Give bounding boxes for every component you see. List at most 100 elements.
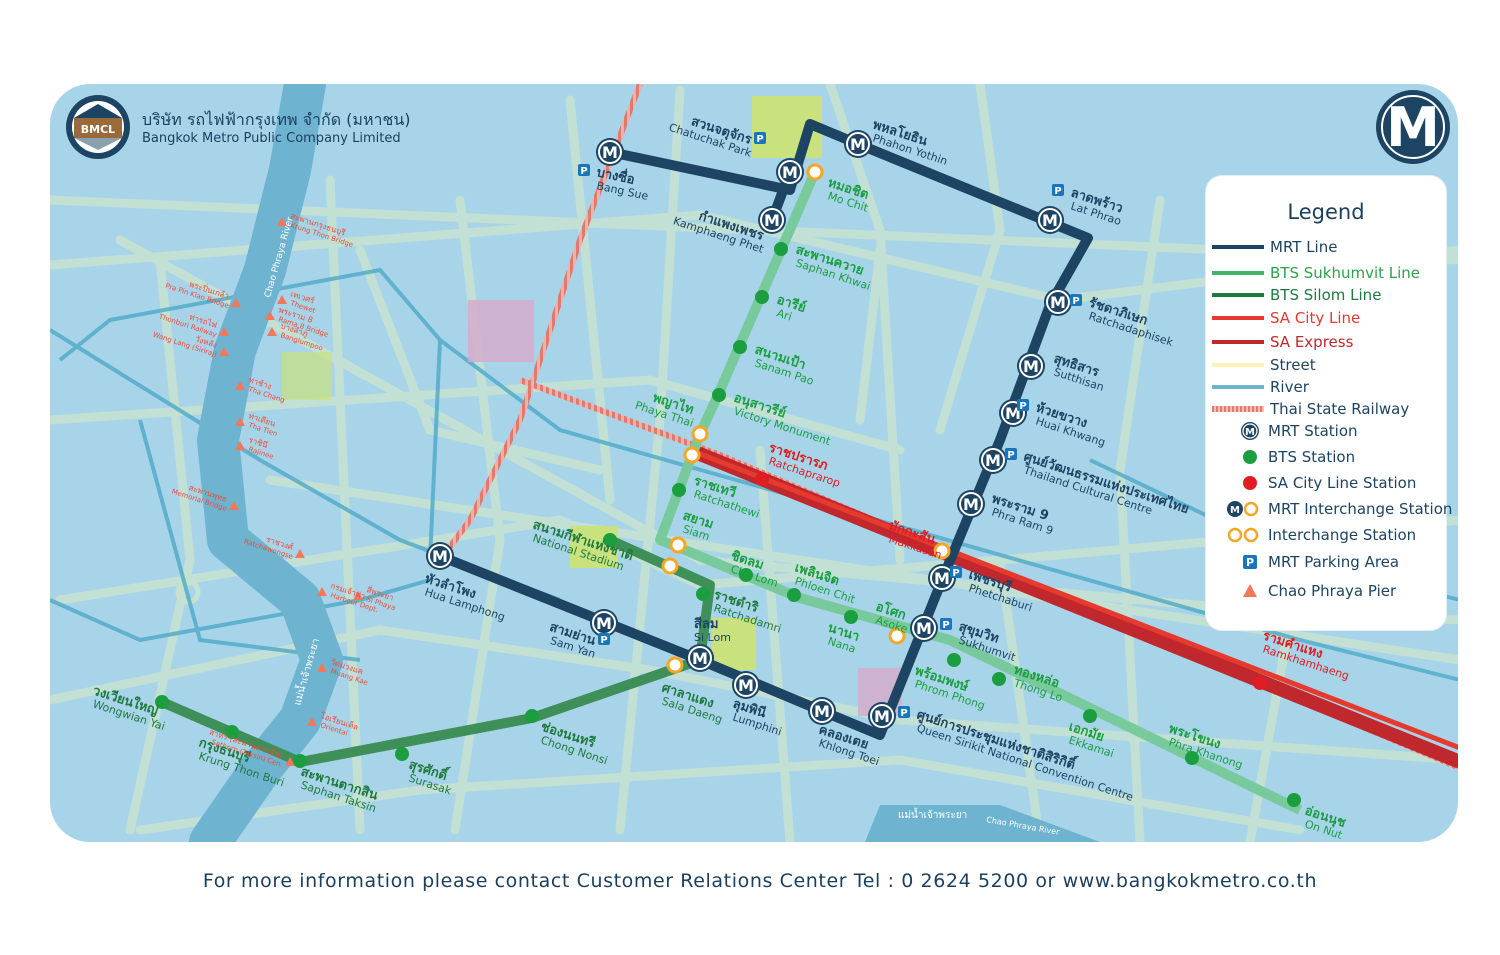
bts-station-markers: [155, 163, 1301, 807]
bts-station-phra-khanong[interactable]: [1185, 751, 1199, 765]
mrt-station-lumphini[interactable]: M: [732, 671, 760, 699]
pier-muang-kae[interactable]: [317, 663, 327, 672]
sa-station-ratchaprarop[interactable]: [755, 472, 769, 486]
svg-text:M: M: [432, 547, 448, 566]
river-south-east: [865, 805, 1100, 842]
interchange-station-marker[interactable]: [661, 557, 679, 575]
svg-text:P: P: [756, 134, 763, 145]
mrt-station-si-lom[interactable]: M: [686, 644, 714, 672]
bts-silom-station-wongwian-yai[interactable]: [155, 695, 169, 709]
mrt-station-lat-phrao[interactable]: MP: [1036, 184, 1064, 234]
pier-tha-chang[interactable]: [235, 381, 245, 390]
bts-station-sanam-pao[interactable]: [733, 340, 747, 354]
bts-silom-station-krung-thon-buri[interactable]: [225, 725, 239, 739]
bts-station-saphan-khwai[interactable]: [774, 242, 788, 256]
bts-silom-station-chong-nonsi[interactable]: [525, 709, 539, 723]
mrt-parking-icon: P: [598, 633, 610, 646]
legend-item-label: SA City Line: [1270, 309, 1361, 327]
svg-text:P: P: [1019, 401, 1026, 412]
pier-banglumpoo[interactable]: [267, 327, 277, 336]
legend-line-swatch: [1212, 271, 1264, 275]
mrt-parking-icon: P: [1005, 448, 1017, 461]
svg-text:P: P: [942, 620, 949, 631]
pier-tha-tien[interactable]: [235, 417, 245, 426]
mrt-station-phahon-yothin[interactable]: M: [844, 130, 872, 158]
bts-station-ekkamai[interactable]: [1083, 709, 1097, 723]
pier-krung-thon-bridge[interactable]: [277, 217, 287, 226]
svg-text:M: M: [934, 569, 950, 588]
bts-silom-station-surasak[interactable]: [395, 747, 409, 761]
mrt-station-phra-ram-9[interactable]: M: [957, 490, 985, 518]
bts-station-nana[interactable]: [844, 610, 858, 624]
bts-station-victory-monument[interactable]: [712, 388, 726, 402]
legend-item-label: MRT Station: [1268, 422, 1358, 440]
interchange-station-marker[interactable]: [683, 446, 701, 464]
svg-text:M: M: [850, 135, 866, 154]
bts-station-mo-chit[interactable]: [806, 163, 824, 181]
bts-silom-station-sala-daeng[interactable]: [666, 656, 684, 674]
svg-text:M: M: [602, 143, 618, 162]
pier-wang-lang-siriraj[interactable]: [219, 347, 229, 356]
legend-mrt-station-icon: M: [1212, 421, 1260, 441]
mrt-logo-badge: M: [1376, 90, 1450, 164]
svg-text:M: M: [1042, 211, 1058, 230]
bts-silom-station-national-stadium[interactable]: [603, 533, 617, 547]
pier-thonburi-railway[interactable]: [219, 327, 229, 336]
svg-text:P: P: [900, 708, 907, 719]
bts-station-ari[interactable]: [755, 290, 769, 304]
legend-line-swatch: [1212, 245, 1264, 249]
bts-station-on-nut[interactable]: [1287, 793, 1301, 807]
pier-oriental[interactable]: [307, 717, 317, 726]
bts-silom-station-saphan-taksin[interactable]: [293, 754, 307, 768]
mrt-station-huai-khwang[interactable]: MP: [999, 399, 1029, 427]
bts-station-ratchathewi[interactable]: [672, 483, 686, 497]
bts-silom-station-ratchadamri[interactable]: [696, 587, 710, 601]
legend-item-label: Chao Phraya Pier: [1268, 582, 1397, 600]
legend-item-thai-state-railway: Thai State Railway: [1212, 398, 1409, 420]
bts-station-siam[interactable]: [669, 536, 687, 554]
mrt-station-bang-sue[interactable]: MP: [578, 138, 624, 177]
pier-thewet[interactable]: [277, 295, 287, 304]
bts-station-asoke[interactable]: [888, 627, 906, 645]
mrt-parking-icon: P: [754, 132, 766, 145]
interchange-station-marker[interactable]: [933, 542, 951, 560]
bts-station-chit-lom[interactable]: [739, 568, 753, 582]
mrt-station-sam-yan[interactable]: MP: [590, 609, 618, 646]
pier-rama-8-bridge[interactable]: [265, 311, 275, 320]
mrt-station-kamphaeng-phet[interactable]: M: [758, 206, 786, 234]
mrt-parking-icon: P: [898, 706, 910, 719]
mrt-station-hua-lamphong[interactable]: M: [426, 542, 454, 570]
legend-item-bts-silom-line: BTS Silom Line: [1212, 284, 1381, 306]
bts-station-phaya-thai[interactable]: [691, 425, 709, 443]
svg-text:M: M: [738, 676, 754, 695]
bts-station-phrom-phong[interactable]: [947, 653, 961, 667]
mrt-station-khlong-toei[interactable]: M: [808, 697, 836, 725]
pier-si-phaya[interactable]: [353, 591, 363, 600]
mrt-parking-icon: P: [1070, 294, 1082, 307]
river-label-south-thai: แม่น้ำเจ้าพระยา: [898, 807, 967, 821]
bts-station-phloen-chit[interactable]: [787, 588, 801, 602]
bts-station-thong-lo[interactable]: [992, 672, 1006, 686]
bmcl-logo: BMCL: [66, 95, 130, 159]
company-name-thai: บริษัท รถไฟฟ้ากรุงเทพ จำกัด (มหาชน): [142, 110, 411, 129]
pier-memorial-bridge[interactable]: [229, 501, 239, 510]
mrt-station-sutthisan[interactable]: M: [1017, 352, 1045, 380]
pier-pra-pin-klao-bridge[interactable]: [231, 298, 241, 307]
svg-text:M: M: [692, 649, 708, 668]
sa-station-ramkhamhaeng[interactable]: [1253, 676, 1267, 690]
pier-sathorn-taksin-cen[interactable]: [285, 757, 295, 766]
pier-harbour-dept[interactable]: [317, 587, 327, 596]
legend-item-label: SA Express: [1270, 333, 1354, 351]
pier-ratchawongse[interactable]: [295, 549, 305, 558]
legend-interchange-icon: [1212, 525, 1260, 545]
pier-rajinee[interactable]: [235, 441, 245, 450]
legend-item-mrt-station: M MRT Station: [1212, 420, 1358, 442]
mrt-station-chatuchak-park[interactable]: MP: [754, 132, 804, 186]
